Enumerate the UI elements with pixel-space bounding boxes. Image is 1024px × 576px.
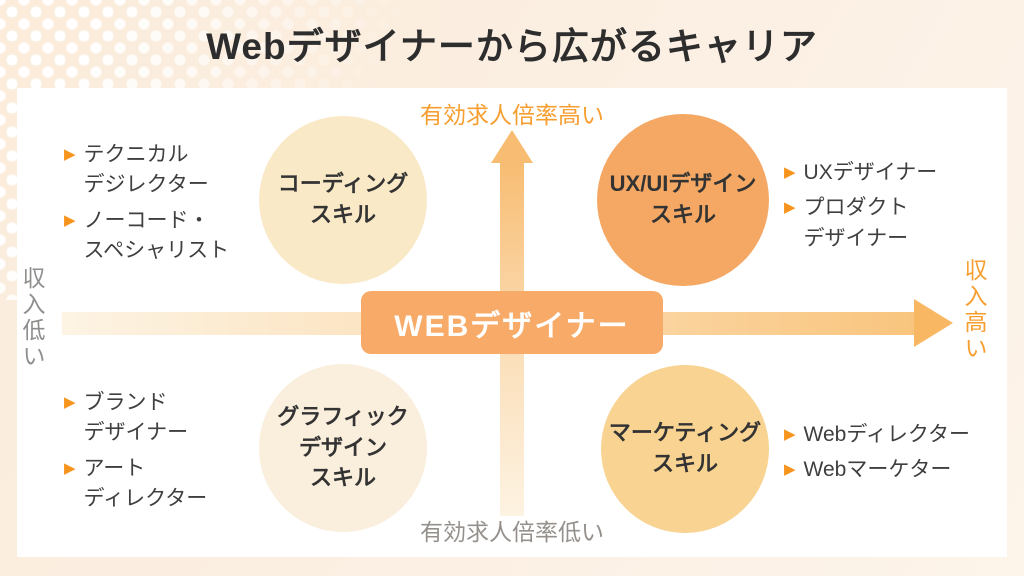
skill-circle-graphic: グラフィック デザイン スキル	[259, 364, 427, 532]
career-label: ブランド デザイナー	[83, 391, 189, 445]
career-item: ▶ ノーコード・ スペシャリスト	[64, 206, 279, 267]
career-list-top-right: ▶ UXデザイナー ▶ プロダクト デザイナー	[784, 158, 999, 259]
axis-label-right: 収入高い	[961, 258, 987, 362]
triangle-bullet-icon: ▶	[784, 426, 796, 443]
triangle-bullet-icon: ▶	[64, 394, 76, 411]
career-label: プロダクト デザイナー	[803, 196, 909, 250]
career-item: ▶ UXデザイナー	[784, 158, 999, 188]
career-list-bottom-left: ▶ ブランド デザイナー ▶ アート ディレクター	[64, 388, 279, 520]
center-node-web-designer: WEBデザイナー	[361, 291, 663, 354]
axis-label-top: 有効求人倍率高い	[420, 102, 604, 128]
career-label: Webディレクター	[803, 423, 971, 446]
career-list-bottom-right: ▶ Webディレクター ▶ Webマーケター	[784, 420, 1014, 491]
triangle-bullet-icon: ▶	[64, 459, 76, 477]
skill-circle-marketing: マーケティング スキル	[601, 365, 769, 533]
skill-circle-coding-label: コーディング スキル	[277, 171, 409, 227]
skill-circle-uxui: UX/UIデザイン スキル	[597, 114, 769, 286]
right-arrow-icon	[914, 299, 953, 347]
career-item: ▶ Webマーケター	[784, 455, 1014, 485]
skill-circle-marketing-label: マーケティング スキル	[608, 420, 762, 476]
career-item: ▶ Webディレクター	[784, 420, 1014, 450]
skill-circle-uxui-label: UX/UIデザイン スキル	[609, 171, 757, 227]
career-list-top-left: ▶ テクニカル デジレクター ▶ ノーコード・ スペシャリスト	[64, 140, 279, 272]
page-title: Webデザイナーから広がるキャリア	[206, 26, 818, 67]
career-label: テクニカル デジレクター	[83, 143, 209, 197]
career-item: ▶ プロダクト デザイナー	[784, 193, 999, 254]
triangle-bullet-icon: ▶	[784, 164, 796, 181]
career-label: UXデザイナー	[803, 161, 938, 184]
triangle-bullet-icon: ▶	[64, 146, 76, 163]
axis-label-left: 収入低い	[19, 266, 45, 370]
career-item: ▶ アート ディレクター	[64, 454, 279, 515]
career-item: ▶ ブランド デザイナー	[64, 388, 279, 449]
career-label: アート ディレクター	[83, 456, 208, 511]
triangle-bullet-icon: ▶	[784, 461, 796, 479]
skill-circle-graphic-label: グラフィック デザイン スキル	[277, 403, 409, 491]
up-arrow-icon	[491, 130, 533, 163]
center-node-label: WEBデザイナー	[394, 309, 630, 343]
skill-circle-coding: コーディング スキル	[259, 116, 427, 284]
career-label: ノーコード・ スペシャリスト	[83, 208, 230, 263]
career-label: Webマーケター	[803, 458, 952, 482]
axis-label-bottom: 有効求人倍率低い	[420, 519, 604, 545]
career-item: ▶ テクニカル デジレクター	[64, 140, 279, 201]
triangle-bullet-icon: ▶	[784, 199, 796, 217]
triangle-bullet-icon: ▶	[64, 211, 76, 229]
